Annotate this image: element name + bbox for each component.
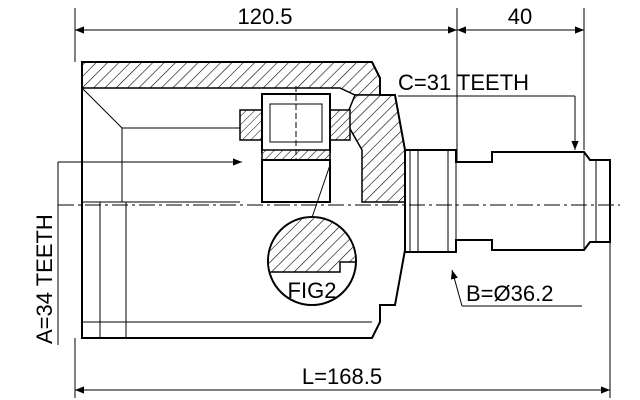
dim-40-label: 40 <box>508 4 532 29</box>
diameter-b-label: B=Ø36.2 <box>466 281 553 306</box>
diameter-b-callout: B=Ø36.2 <box>450 269 582 307</box>
teeth-a-callout: A=34 TEETH <box>32 158 242 345</box>
housing <box>81 61 406 339</box>
output-shaft <box>405 149 611 253</box>
fig2-detail: FIG2 <box>267 164 357 306</box>
teeth-a-label: A=34 TEETH <box>32 214 57 344</box>
overall-length-label: L=168.5 <box>302 364 382 389</box>
dim-120-5-label: 120.5 <box>237 4 292 29</box>
teeth-c-label: C=31 TEETH <box>398 70 529 95</box>
top-dimensions: 120.5 40 <box>74 4 585 162</box>
fig2-label: FIG2 <box>288 278 337 303</box>
spider-assembly <box>239 86 351 203</box>
teeth-c-callout: C=31 TEETH <box>398 70 579 150</box>
overall-length-dimension: L=168.5 <box>74 242 611 398</box>
